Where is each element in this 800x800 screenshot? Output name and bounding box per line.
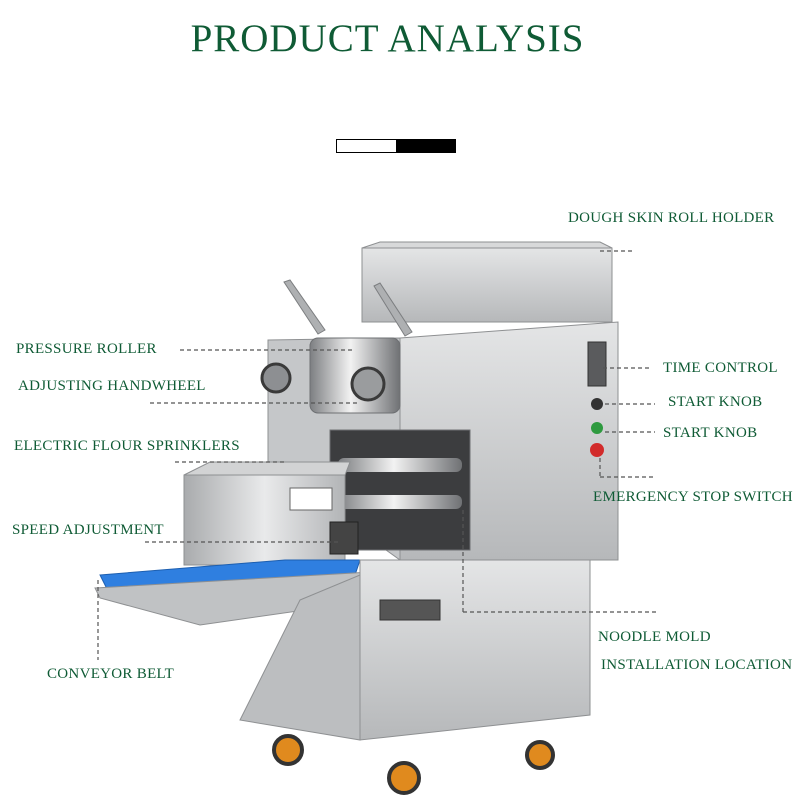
lower-cabinet-front xyxy=(359,559,591,741)
flour-window xyxy=(289,487,333,511)
guide-plate-left xyxy=(283,279,326,335)
bar-white-segment xyxy=(337,140,396,152)
start-knob-1-shape xyxy=(591,398,603,410)
label-installation-location: INSTALLATION LOCATION xyxy=(601,657,793,673)
handwheel-left xyxy=(260,362,292,394)
handwheel-right xyxy=(350,366,386,402)
label-pressure-roller: PRESSURE ROLLER xyxy=(16,341,157,357)
label-speed-adjustment: SPEED ADJUSTMENT xyxy=(12,522,164,538)
roll-holder-top xyxy=(361,241,613,249)
label-dough-skin-roll-holder: DOUGH SKIN ROLL HOLDER xyxy=(568,210,775,226)
timer-display xyxy=(587,341,607,387)
start-knob-2-shape xyxy=(591,422,603,434)
speed-dial-panel xyxy=(329,521,359,555)
decorative-bar xyxy=(336,139,456,153)
emergency-stop-shape xyxy=(590,443,604,457)
page-title: PRODUCT ANALYSIS xyxy=(190,17,585,60)
flour-sprinkler-top xyxy=(183,461,351,476)
roll-holder-box xyxy=(361,247,613,323)
label-noodle-mold: NOODLE MOLD xyxy=(598,629,711,645)
guide-plate-right xyxy=(373,282,413,337)
label-start-knob-2: START KNOB xyxy=(663,425,758,441)
label-start-knob-1: START KNOB xyxy=(668,394,763,410)
lower-roller-2 xyxy=(338,495,462,509)
label-electric-flour-sprinklers: ELECTRIC FLOUR SPRINKLERS xyxy=(14,438,240,454)
mold-slot xyxy=(379,599,441,621)
label-emergency-stop-switch: EMERGENCY STOP SWITCH xyxy=(593,489,793,505)
lower-cabinet-side xyxy=(239,574,361,741)
label-adjusting-handwheel: ADJUSTING HANDWHEEL xyxy=(18,378,206,394)
leader-lines xyxy=(97,250,658,660)
wheel-1 xyxy=(272,734,304,766)
label-conveyor-belt: CONVEYOR BELT xyxy=(47,666,175,682)
wheel-2 xyxy=(387,761,421,795)
wheel-3 xyxy=(525,740,555,770)
bar-black-segment xyxy=(396,140,455,152)
lower-roller-1 xyxy=(338,458,462,472)
label-time-control: TIME CONTROL xyxy=(663,360,778,376)
